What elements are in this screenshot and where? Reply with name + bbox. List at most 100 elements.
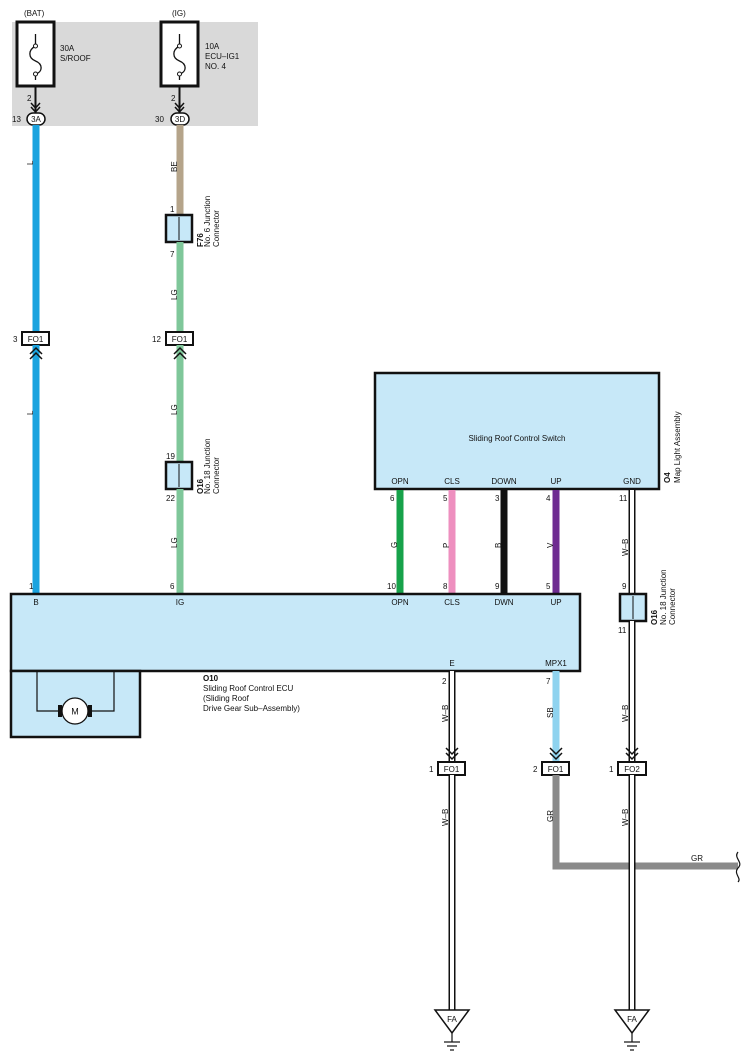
ecu-cls-pin: 8 [443,582,448,591]
o16-right-code: O16 [650,609,659,625]
wire-label-g: G [390,542,399,548]
wire-label-wb-gnd: W–B [621,539,630,556]
fuse-ecu-ig1 [159,20,200,88]
fo1-mid-pin: 12 [152,335,161,344]
wire-label-b: B [494,543,503,548]
switch-terminal-up: UP [550,477,561,486]
ecu-e-pin: 2 [442,677,447,686]
f76-pin-bottom: 7 [170,250,175,259]
ecu-terminal-mpx1: MPX1 [545,659,567,668]
switch-terminal-opn: OPN [391,477,409,486]
conn2-pin: 30 [155,115,164,124]
wire-label-lg-1: LG [170,289,179,300]
wire-label-gr-h: GR [691,854,703,863]
fuse1-name: S/ROOF [60,54,91,63]
svg-text:FO1: FO1 [28,335,44,344]
chevron-up-icon [29,346,43,360]
o16-right-pin-top: 9 [622,582,627,591]
wire-label-v: V [546,542,555,548]
switch-pin-down: 3 [495,494,500,503]
fuse1-pin: 2 [27,94,32,103]
sliding-roof-control-ecu [9,592,582,673]
chevron-down-icon [549,747,563,761]
conn1-pin: 13 [12,115,21,124]
wire-label-l-lower: L [26,410,35,415]
wire-label-lg-2: LG [170,404,179,415]
switch-terminal-gnd: GND [623,477,641,486]
chevron-up-icon [173,346,187,360]
ground-fa-left: FA [433,1009,471,1051]
fo1-mpx-pin: 2 [533,765,538,774]
switch-terminal-cls: CLS [444,477,460,486]
o16-left-desc-line2: Connector [212,457,221,494]
junction-o16-right [618,592,648,623]
svg-text:FO1: FO1 [172,335,188,344]
f76-code: F76 [196,233,205,247]
wire-break-icon [735,851,741,883]
connector-fo1-left: FO1 [21,331,50,346]
chevron-down-icon [174,102,185,114]
bat-label: (BAT) [24,9,45,18]
connector-3d: 3D [170,112,190,126]
o16-right-desc-line2: Connector [668,588,677,625]
ecu-terminal-cls: CLS [444,598,460,607]
switch-terminal-down: DOWN [491,477,517,486]
connector-fo2: FO2 [617,761,647,776]
wire-label-wb-e2: W–B [441,809,450,826]
switch-assembly: Map Light Assembly [673,411,682,483]
switch-pin-gnd: 11 [619,494,628,503]
fo1-e-pin: 1 [429,765,434,774]
f76-desc-line2: Connector [212,210,221,247]
ecu-b-pin: 1 [29,582,34,591]
o16-left-pin-top: 19 [166,452,175,461]
wire-label-l-upper: L [26,160,35,165]
ecu-terminal-dwn: DWN [494,598,513,607]
wire-label-be: BE [170,161,179,172]
o16-left-desc-line1: No. 18 Junction [203,438,212,494]
wire-label-lg-3: LG [170,537,179,548]
ecu-up-pin: 5 [546,582,551,591]
sliding-roof-control-switch [373,371,661,491]
switch-pin-cls: 5 [443,494,448,503]
svg-text:FA: FA [627,1015,637,1024]
junction-o16-left [164,460,194,491]
fuse2-name-line2: NO. 4 [205,62,226,71]
wire-label-p: P [442,543,451,548]
motor-label: M [71,707,79,717]
fuse-s-roof [15,20,56,88]
ecu-code: O10 [203,674,219,683]
fo2-pin: 1 [609,765,614,774]
ecu-name-line2: (Sliding Roof [203,694,250,703]
fuse2-amps: 10A [205,42,220,51]
ecu-name-line1: Sliding Roof Control ECU [203,684,293,693]
ecu-dwn-pin: 9 [495,582,500,591]
o16-right-pin-bottom: 11 [618,626,627,635]
junction-f76 [164,213,194,244]
wire-label-gr: GR [546,810,555,822]
f76-pin-top: 1 [170,205,175,214]
ig-label: (IG) [172,9,186,18]
svg-text:FO1: FO1 [548,765,564,774]
switch-code: O4 [663,472,672,483]
wire-label-wb-r: W–B [621,705,630,722]
fuse1-amps: 30A [60,44,75,53]
o16-left-pin-bottom: 22 [166,494,175,503]
chevron-down-icon [445,747,459,761]
ecu-ig-pin: 6 [170,582,175,591]
ecu-terminal-b: B [33,598,38,607]
switch-pin-opn: 6 [390,494,395,503]
fuse2-name-line1: ECU–IG1 [205,52,240,61]
svg-text:3D: 3D [175,115,185,124]
svg-text:FO1: FO1 [444,765,460,774]
connector-fo1-e: FO1 [437,761,466,776]
switch-pin-up: 4 [546,494,551,503]
connector-fo1-mpx: FO1 [541,761,570,776]
wire-label-sb: SB [546,707,555,718]
motor-icon [61,697,89,725]
ecu-mpx1-pin: 7 [546,677,551,686]
connector-3a: 3A [26,112,46,126]
svg-text:FO2: FO2 [624,765,640,774]
f76-desc-line1: No. 6 Junction [203,196,212,247]
ecu-terminal-e: E [449,659,454,668]
